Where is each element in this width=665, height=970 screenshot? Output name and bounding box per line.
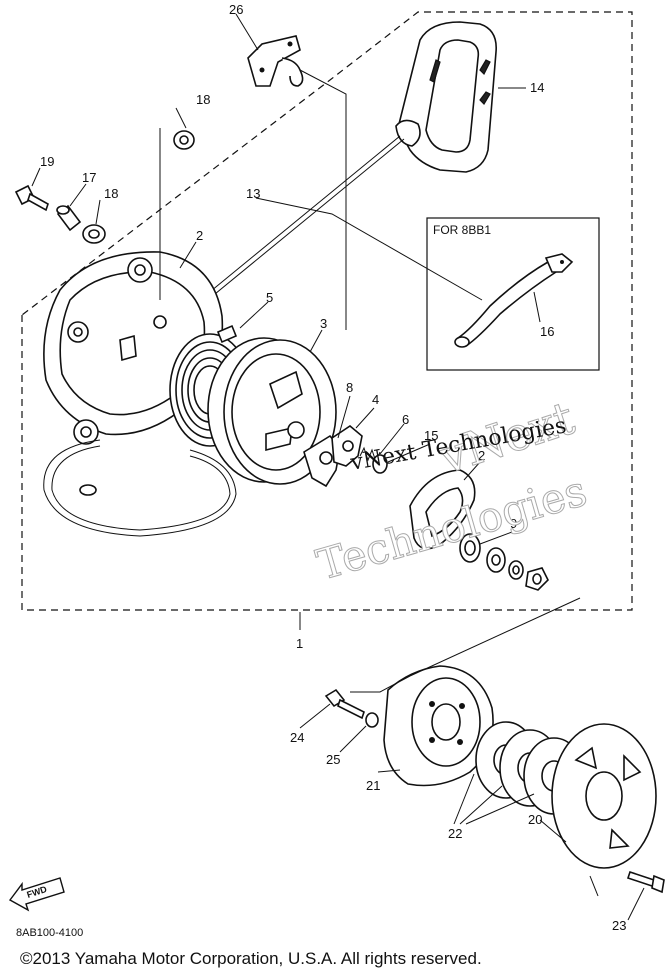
ring-belt	[43, 439, 237, 537]
fwd-direction-badge: FWD	[8, 877, 65, 912]
diagram-code: 8AB100-4100	[16, 927, 83, 939]
washer-set	[486, 547, 549, 591]
callout-2b: 2	[478, 448, 485, 463]
part-20-flange	[551, 723, 657, 869]
part-13-rope	[199, 135, 401, 301]
part-24-bolt	[324, 688, 365, 720]
part-25-washer	[365, 712, 379, 728]
inset-label: FOR 8BB1	[433, 223, 491, 237]
callout-labels: 26 18 14 19 17 18 13 2 5 3 16 8 4 6 15 2…	[40, 2, 626, 933]
inset-box	[426, 217, 600, 371]
callout-26: 26	[229, 2, 243, 17]
callout-15: 15	[424, 428, 438, 443]
part-18-bushing-top	[173, 130, 195, 150]
callout-16: 16	[540, 324, 554, 339]
callout-1: 1	[296, 636, 303, 651]
part-17-collar	[56, 204, 82, 232]
part-15-washer	[372, 454, 388, 474]
callout-23: 23	[612, 918, 626, 933]
callout-21: 21	[366, 778, 380, 793]
callout-22: 22	[448, 826, 462, 841]
part-19-bolt	[14, 184, 49, 212]
part-4-drive-plate	[331, 425, 363, 467]
part-23-screw	[626, 870, 665, 894]
callout-3: 3	[320, 316, 327, 331]
callout-19: 19	[40, 154, 54, 169]
callout-25: 25	[326, 752, 340, 767]
part-2-plate	[409, 469, 476, 550]
callout-9: 9	[510, 516, 517, 531]
part-21-pulley	[383, 665, 494, 787]
callout-5: 5	[266, 290, 273, 305]
callout-6: 6	[402, 412, 409, 427]
callout-2a: 2	[196, 228, 203, 243]
part-26-bracket	[247, 35, 304, 87]
callout-18: 18	[196, 92, 210, 107]
callout-13: 13	[246, 186, 260, 201]
callout-20: 20	[528, 812, 542, 827]
part-18-bushing	[82, 224, 106, 244]
assembly-boundary	[21, 11, 633, 611]
part-9-collar	[459, 533, 481, 563]
callout-24: 24	[290, 730, 304, 745]
callout-17: 17	[82, 170, 96, 185]
part-16-rope-guide	[454, 253, 574, 348]
part-14-handle	[395, 21, 497, 173]
part-8-pawl	[303, 434, 341, 488]
copyright-notice: ©2013 Yamaha Motor Corporation, U.S.A. A…	[20, 949, 482, 968]
leader-lines	[31, 13, 645, 921]
callout-8: 8	[346, 380, 353, 395]
callout-18b: 18	[104, 186, 118, 201]
callout-14: 14	[530, 80, 544, 95]
callout-4: 4	[372, 392, 379, 407]
part-3-sheave-drum	[207, 337, 337, 485]
